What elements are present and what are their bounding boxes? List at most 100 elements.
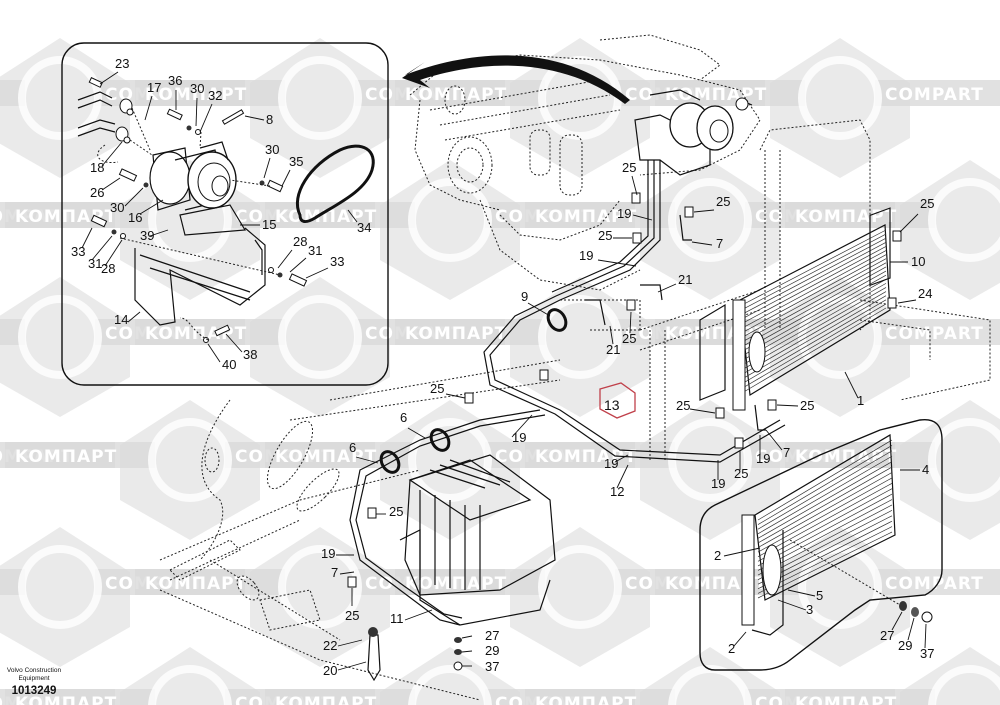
callout-7[interactable]: 7 [783,445,790,460]
callout-2[interactable]: 2 [728,641,735,656]
leader-line [631,175,638,196]
leader-line [407,427,426,439]
leader-line [609,325,614,345]
fin-line [757,493,893,567]
callout-21[interactable]: 21 [678,272,692,287]
callout-25[interactable]: 25 [430,381,444,396]
callout-27[interactable]: 27 [485,628,499,643]
callout-1[interactable]: 1 [857,393,864,408]
callout-22[interactable]: 22 [323,638,337,653]
fin-line [741,270,887,352]
fin-line [757,466,893,544]
callout-25[interactable]: 25 [676,398,690,413]
callout-29[interactable]: 29 [485,643,499,658]
callout-19[interactable]: 19 [711,476,725,491]
callout-9[interactable]: 9 [521,289,528,304]
callout-4[interactable]: 4 [922,462,929,477]
callout-12[interactable]: 12 [610,484,624,499]
callout-25[interactable]: 25 [389,504,403,519]
callout-6[interactable]: 6 [400,410,407,425]
watermark-text: COMPART [885,85,984,105]
callout-28[interactable]: 28 [293,234,307,249]
callout-19[interactable]: 19 [512,430,526,445]
callout-2[interactable]: 2 [714,548,721,563]
callout-3[interactable]: 3 [806,602,813,617]
leader-line [597,259,637,267]
leader-line [337,639,363,647]
callout-30[interactable]: 30 [110,200,124,215]
leader-line [891,611,903,631]
callout-25[interactable]: 25 [734,466,748,481]
callout-19[interactable]: 19 [579,248,593,263]
leader-line [897,299,917,304]
callout-38[interactable]: 38 [243,347,257,362]
callout-27[interactable]: 27 [880,628,894,643]
leader-line [924,623,927,649]
callout-25[interactable]: 25 [345,608,359,623]
leader-line [144,95,153,121]
callout-5[interactable]: 5 [816,588,823,603]
callout-15[interactable]: 15 [262,217,276,232]
condenser-detail-inset [699,418,943,671]
callout-40[interactable]: 40 [222,357,236,372]
callout-7[interactable]: 7 [331,565,338,580]
leader-line [104,239,123,267]
callout-29[interactable]: 29 [898,638,912,653]
watermark-text: KOMПAPT [665,574,767,594]
callout-35[interactable]: 35 [289,154,303,169]
callout-19[interactable]: 19 [604,456,618,471]
callout-31[interactable]: 31 [88,256,102,271]
callout-14[interactable]: 14 [114,312,128,327]
callout-26[interactable]: 26 [90,185,104,200]
fin-line [741,274,887,357]
callout-30[interactable]: 30 [190,81,204,96]
watermark-text: KOMПAPT [145,574,247,594]
callout-32[interactable]: 32 [208,88,222,103]
callout-23[interactable]: 23 [115,56,129,71]
callout-13[interactable]: 13 [604,397,620,413]
callout-25[interactable]: 25 [800,398,814,413]
callout-17[interactable]: 17 [147,80,161,95]
callout-19[interactable]: 19 [617,206,631,221]
leader-line [844,371,859,399]
callout-10[interactable]: 10 [911,254,925,269]
callout-21[interactable]: 21 [606,342,620,357]
callout-31[interactable]: 31 [308,243,322,258]
callout-18[interactable]: 18 [90,160,104,175]
callout-34[interactable]: 34 [357,220,371,235]
callout-37[interactable]: 37 [920,646,934,661]
callout-33[interactable]: 33 [330,254,344,269]
watermark-text: KOMПAPT [405,324,507,344]
callout-36[interactable]: 36 [168,73,182,88]
callout-19[interactable]: 19 [756,451,770,466]
callout-28[interactable]: 28 [101,261,115,276]
watermark-text: KOMПAPT [15,207,117,227]
callout-6[interactable]: 6 [349,440,356,455]
callout-25[interactable]: 25 [598,228,612,243]
fin-line [741,283,887,366]
callout-33[interactable]: 33 [71,244,85,259]
engine-compressor-icon [634,89,753,176]
leader-line [263,157,271,179]
callout-24[interactable]: 24 [918,286,932,301]
callout-16[interactable]: 16 [128,210,142,225]
callout-11[interactable]: 11 [390,611,404,626]
callout-19[interactable]: 19 [321,546,335,561]
highlighted-part-13[interactable]: 13 [599,382,636,419]
leader-line [101,141,123,167]
fin-line [757,482,893,558]
callout-37[interactable]: 37 [485,659,499,674]
fin-line [741,254,887,334]
callout-25[interactable]: 25 [622,331,636,346]
callout-25[interactable]: 25 [622,160,636,175]
callout-30[interactable]: 30 [265,142,279,157]
callout-8[interactable]: 8 [266,112,273,127]
callout-25[interactable]: 25 [920,196,934,211]
callout-20[interactable]: 20 [323,663,337,678]
callout-25[interactable]: 25 [716,194,730,209]
callout-7[interactable]: 7 [716,236,723,251]
callout-39[interactable]: 39 [140,228,154,243]
